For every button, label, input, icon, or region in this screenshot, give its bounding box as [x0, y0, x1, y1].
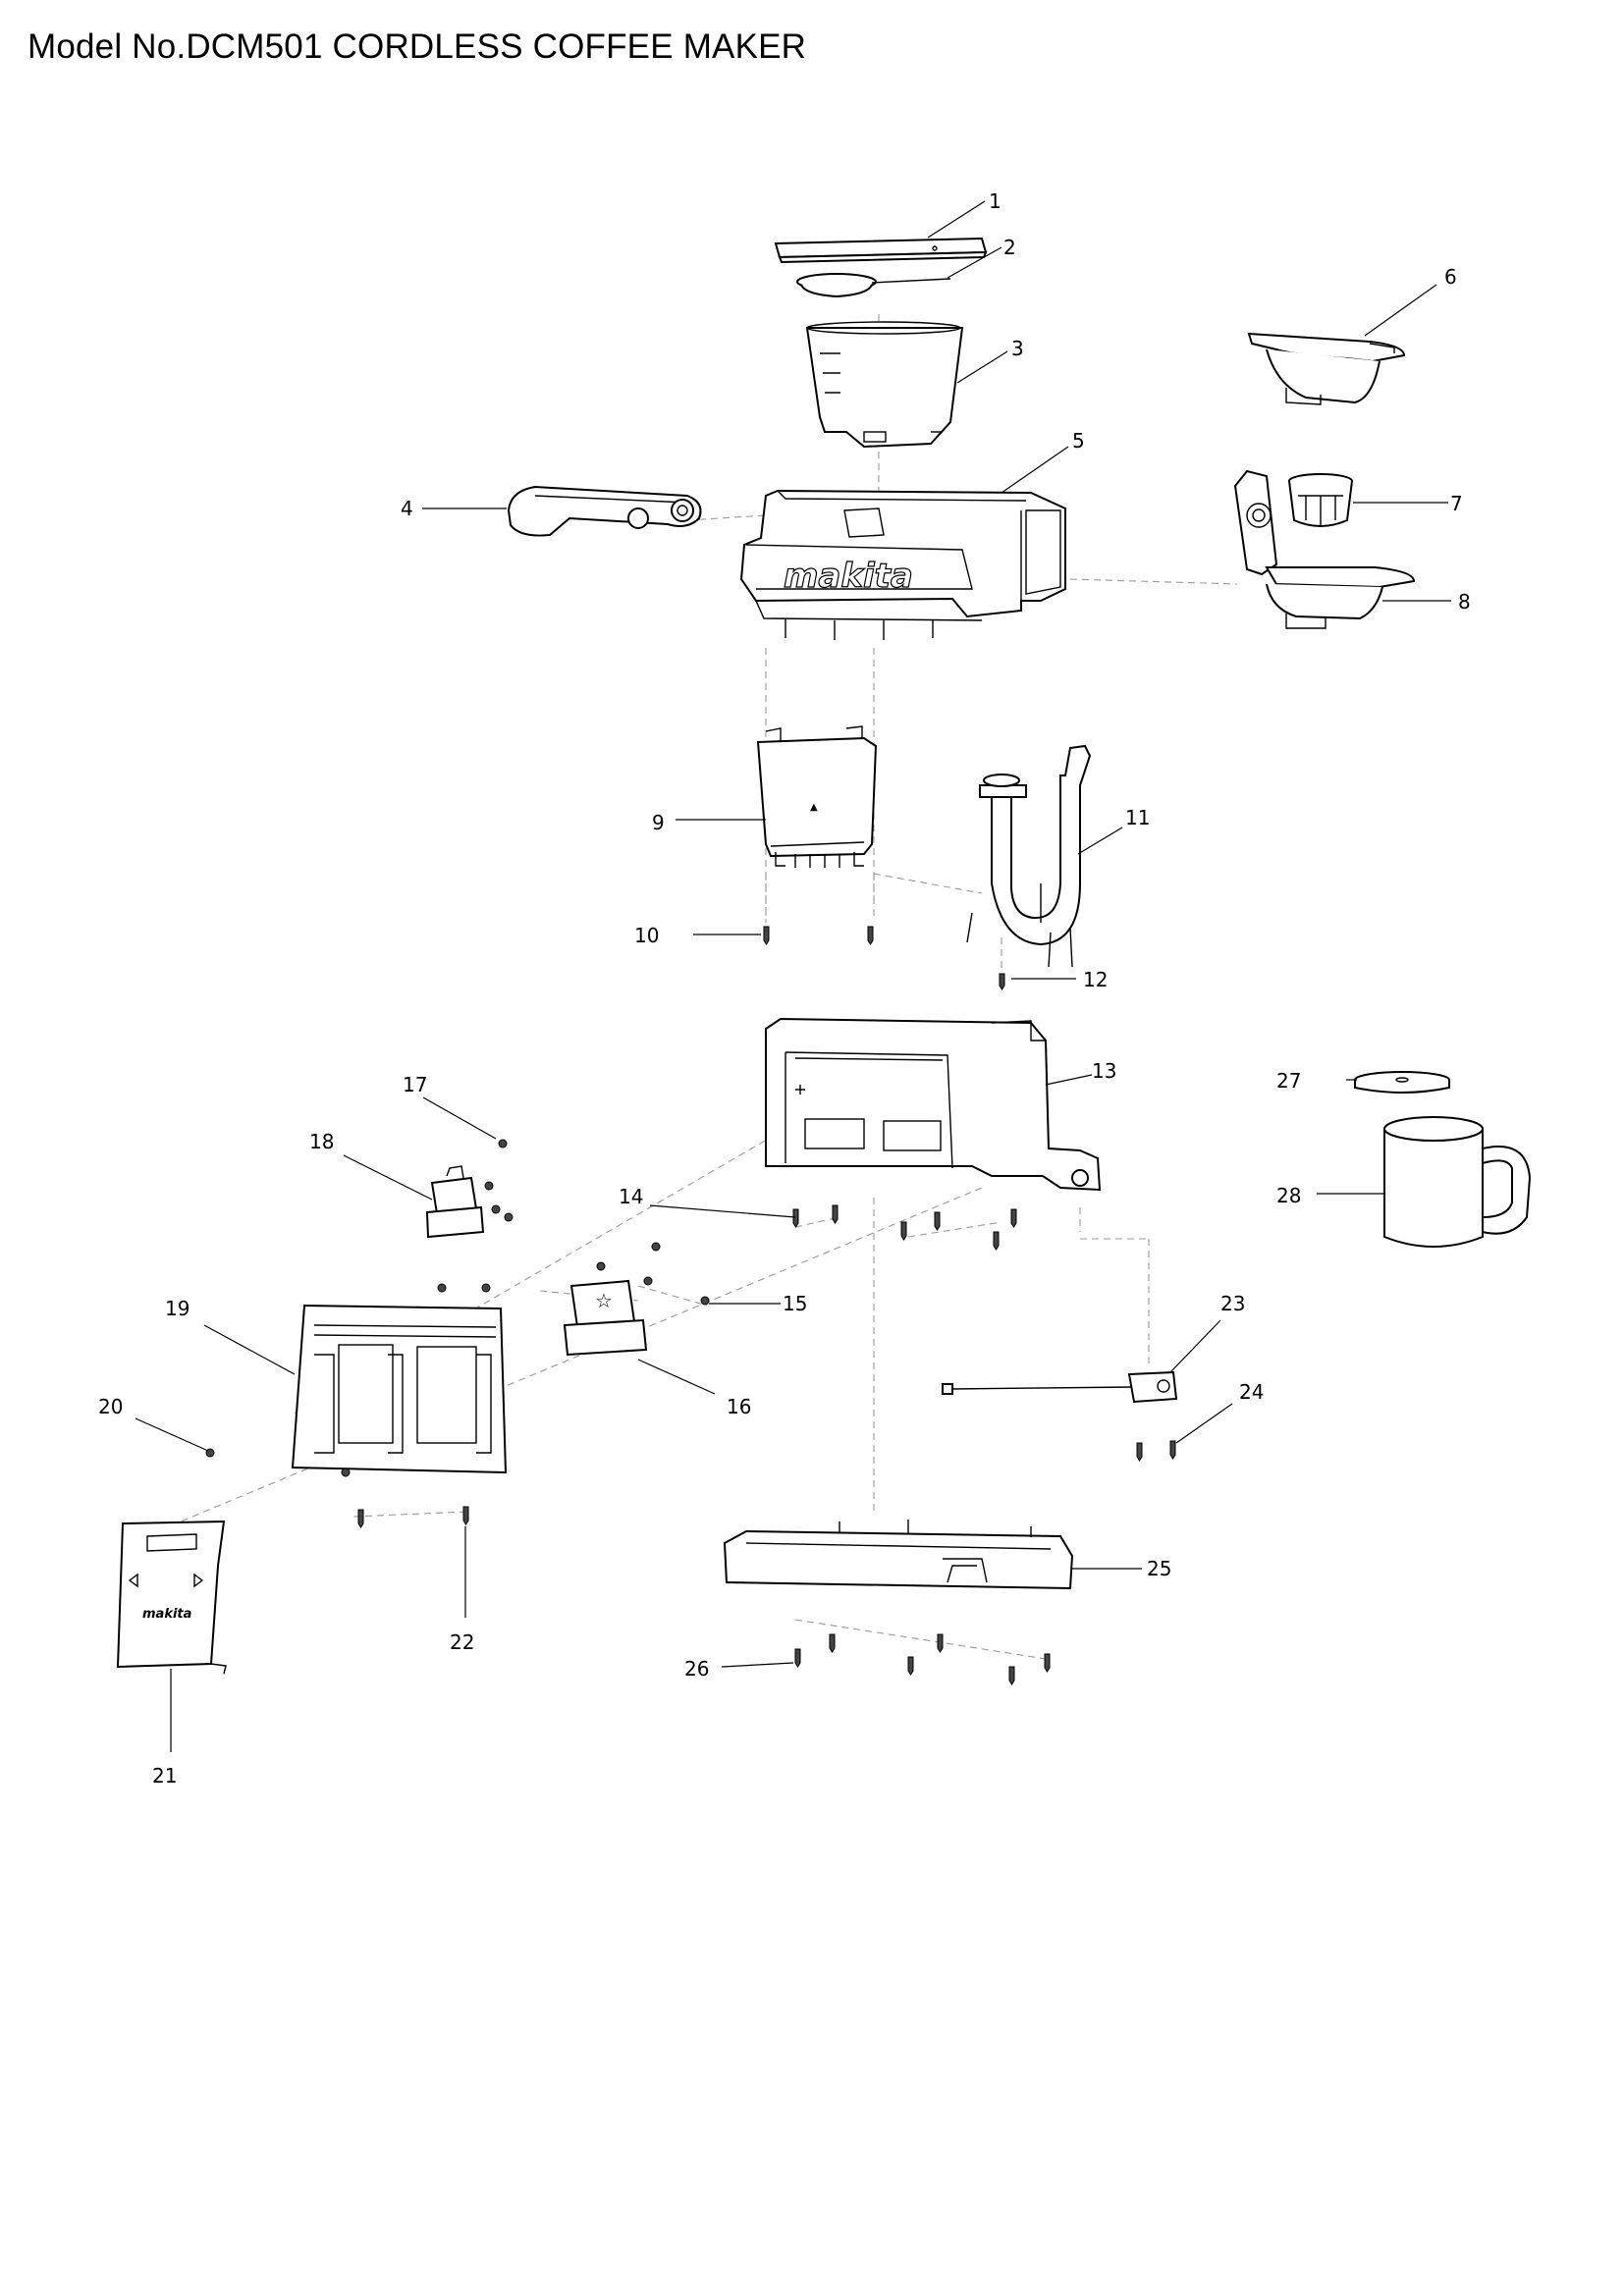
part-11-heater-tube — [966, 744, 1092, 968]
label-part-26: 26 — [684, 1657, 709, 1681]
bracket-warning-mark: ▲ — [810, 802, 818, 813]
part-4-handle — [507, 485, 702, 537]
label-part-12: 12 — [1083, 968, 1108, 991]
part-16-switch-unit: ☆ — [563, 1242, 710, 1357]
label-part-3: 3 — [1011, 337, 1024, 360]
label-part-28: 28 — [1276, 1184, 1301, 1207]
label-part-27: 27 — [1276, 1069, 1301, 1093]
part-1-lid — [774, 237, 988, 264]
label-part-9: 9 — [652, 811, 665, 834]
label-part-11: 11 — [1125, 806, 1150, 829]
label-part-25: 25 — [1147, 1557, 1171, 1580]
part-9-heater-bracket: ▲ — [756, 725, 878, 868]
part-19-battery-mount — [291, 1283, 508, 1477]
leader-lines — [135, 200, 1451, 1752]
part-7-basket — [1288, 473, 1353, 527]
label-part-1: 1 — [989, 189, 1001, 213]
label-part-8: 8 — [1458, 590, 1471, 614]
label-part-21: 21 — [152, 1764, 177, 1788]
label-part-13: 13 — [1092, 1059, 1116, 1083]
part-21-battery-cover: makita — [116, 1520, 227, 1675]
part-27-mug-lid — [1354, 1071, 1450, 1094]
makita-logo: makita — [784, 557, 913, 596]
label-part-7: 7 — [1450, 492, 1463, 515]
label-part-2: 2 — [1003, 236, 1016, 259]
label-part-5: 5 — [1072, 429, 1085, 453]
part-6-filter-holder — [1247, 332, 1406, 405]
label-part-19: 19 — [165, 1297, 189, 1320]
label-part-16: 16 — [727, 1395, 751, 1418]
cover-makita-logo: makita — [142, 1607, 191, 1622]
label-part-4: 4 — [401, 497, 413, 520]
part-number-labels: 1 2 3 4 5 6 7 8 9 10 11 12 13 14 15 16 1… — [98, 189, 1471, 1788]
part-23-cord — [942, 1370, 1178, 1404]
part-25-base — [723, 1520, 1074, 1590]
label-part-6: 6 — [1444, 265, 1457, 289]
label-part-17: 17 — [403, 1073, 427, 1096]
screws — [357, 926, 1176, 1685]
label-part-14: 14 — [619, 1185, 643, 1208]
part-28-mug — [1383, 1116, 1532, 1248]
part-2-shower-head — [796, 273, 951, 298]
label-part-24: 24 — [1239, 1380, 1264, 1404]
page-title: Model No.DCM501 CORDLESS COFFEE MAKER — [27, 27, 807, 66]
part-3-water-tank — [805, 321, 964, 449]
label-part-23: 23 — [1220, 1292, 1245, 1315]
part-18-switch — [425, 1139, 514, 1239]
assembly-guide-lines — [156, 314, 1238, 1660]
label-part-10: 10 — [634, 924, 659, 947]
label-part-22: 22 — [450, 1630, 474, 1654]
label-part-15: 15 — [783, 1292, 807, 1315]
label-part-20: 20 — [98, 1395, 123, 1418]
svg-text:☆: ☆ — [595, 1289, 613, 1312]
label-part-18: 18 — [309, 1130, 334, 1153]
part-13-main-housing — [765, 1017, 1102, 1192]
part-5-upper-housing: makita — [739, 489, 1066, 640]
part-8-filter-holder-open — [1233, 469, 1416, 629]
